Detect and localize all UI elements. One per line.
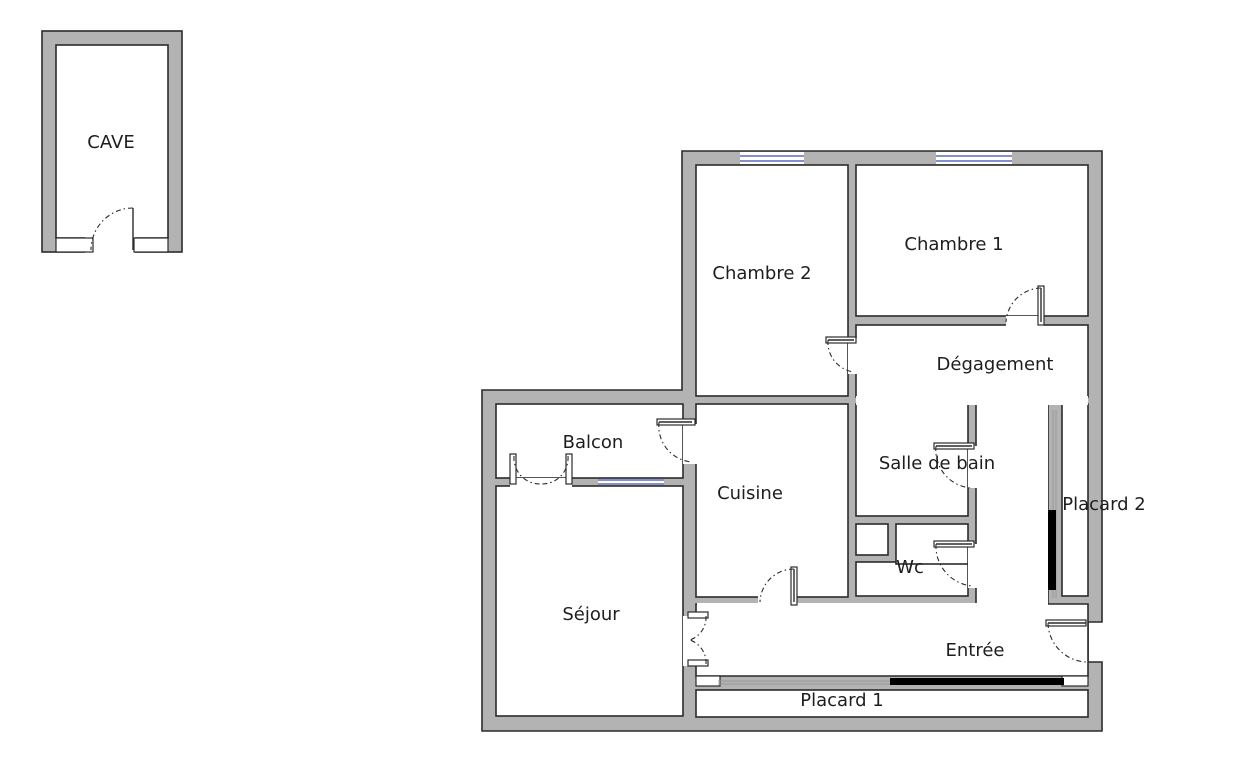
placard1-label: Placard 1 (800, 690, 884, 711)
cuisine-label: Cuisine (717, 483, 783, 504)
apartment-walls (481, 150, 1103, 732)
chambre2-door (827, 339, 855, 373)
closets (695, 410, 1089, 687)
salle-de-bain-label: Salle de bain (879, 453, 995, 474)
wc-room-lower (855, 561, 969, 597)
sejour-door-right (541, 455, 569, 485)
cave-unit: CAVE (41, 30, 183, 253)
placard1-door (890, 678, 1064, 685)
placard1-room (695, 689, 1089, 718)
balcon-label: Balcon (563, 432, 624, 453)
degagement-room (855, 324, 1089, 398)
sejour-entree-door-b (689, 639, 707, 665)
placard2-room (1061, 403, 1089, 597)
cave-label: CAVE (87, 132, 134, 153)
wc-label: Wc (896, 557, 924, 578)
room-labels: Chambre 1 Chambre 2 Dégagement Balcon Cu… (562, 234, 1145, 711)
entrance-door (1047, 622, 1087, 663)
placard2-label: Placard 2 (1062, 494, 1146, 515)
placard2-door (1048, 510, 1056, 590)
cuisine-door (759, 568, 795, 603)
wc-door (935, 543, 973, 587)
windows (598, 152, 1012, 485)
sejour-door-left (513, 455, 541, 485)
entree-label: Entrée (946, 640, 1005, 661)
sejour-room (495, 485, 684, 717)
chambre2-label: Chambre 2 (712, 263, 811, 284)
cuisine-room (695, 403, 849, 598)
salle-de-bain-room (855, 403, 969, 517)
salle-de-bain-door (935, 445, 973, 489)
balcon-cuisine-door (658, 421, 693, 463)
sejour-entree-door-a (689, 615, 707, 641)
chambre1-door (1005, 287, 1042, 323)
cave-door-swing (90, 207, 134, 251)
degagement-label: Dégagement (937, 354, 1054, 375)
wc-cabinet (855, 523, 889, 556)
chambre2-room (695, 164, 849, 397)
sejour-label: Séjour (562, 604, 620, 625)
chambre1-room (855, 164, 1089, 317)
chambre1-label: Chambre 1 (904, 234, 1003, 255)
doors (509, 285, 1087, 667)
